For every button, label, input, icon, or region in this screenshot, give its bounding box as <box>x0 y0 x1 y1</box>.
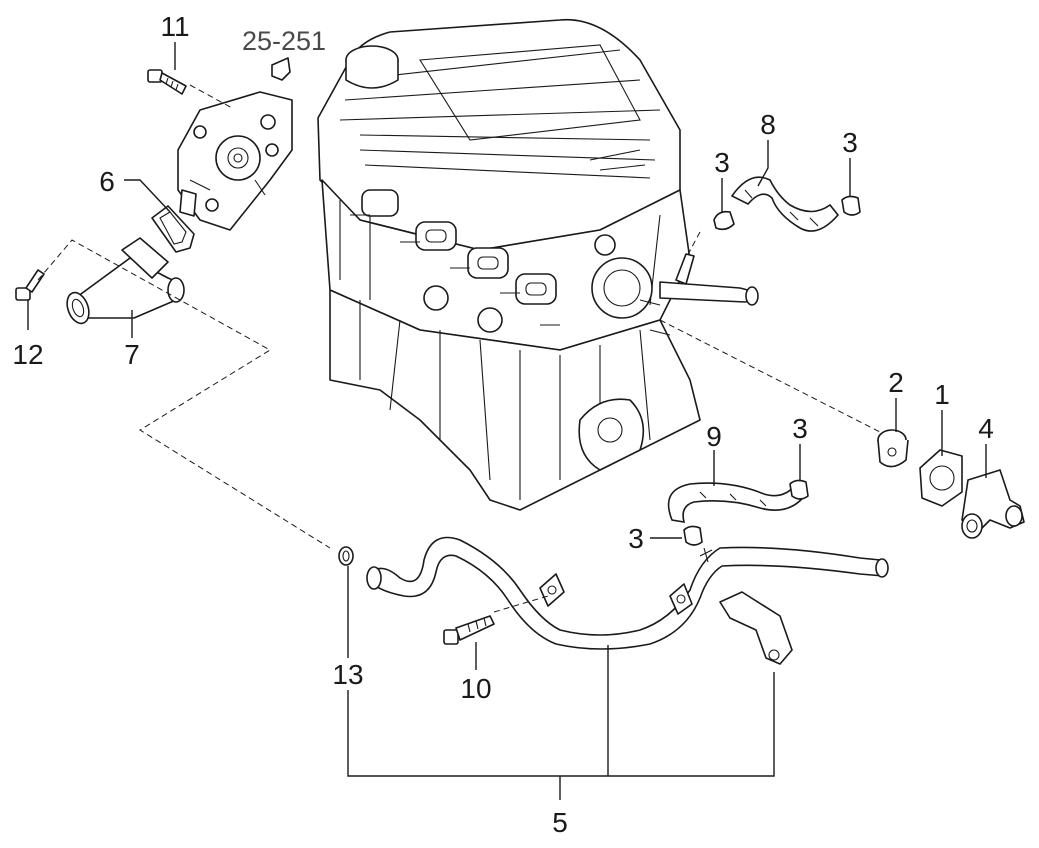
hose-clamp-middle <box>789 479 809 500</box>
engine-block <box>317 18 759 511</box>
label-9: 9 <box>706 421 722 452</box>
label-11: 11 <box>160 11 189 42</box>
water-inlet-fitting-7 <box>66 237 185 325</box>
label-3-upper-right: 3 <box>842 127 858 158</box>
reference-clip <box>271 57 291 81</box>
water-pipe-assembly-5 <box>366 536 889 665</box>
hose-clamp-upper-right <box>841 195 861 216</box>
label-7: 7 <box>124 339 140 370</box>
bolt-11 <box>147 69 187 95</box>
hose-clamp-lower <box>683 525 703 546</box>
hose-clamp-upper-left <box>713 210 735 231</box>
label-3-upper-left: 3 <box>714 147 730 178</box>
assembly-guide-lines <box>37 84 881 613</box>
hose-9 <box>667 482 808 523</box>
thermostat-2 <box>877 429 909 468</box>
label-3-lower: 3 <box>628 523 644 554</box>
leader-lines <box>27 42 987 800</box>
label-10: 10 <box>460 673 491 704</box>
label-5: 5 <box>552 807 568 838</box>
bolt-10 <box>443 615 495 645</box>
bolt-12 <box>15 269 45 301</box>
label-13: 13 <box>332 659 363 690</box>
label-ref-25-251: 25-251 <box>242 26 326 56</box>
label-8: 8 <box>760 109 776 140</box>
label-6: 6 <box>99 166 115 197</box>
label-2: 2 <box>888 367 904 398</box>
thermostat-housing-4 <box>961 469 1025 539</box>
label-3-middle: 3 <box>792 413 808 444</box>
label-1: 1 <box>934 379 950 410</box>
label-12: 12 <box>12 339 43 370</box>
water-pump <box>177 91 293 231</box>
hose-8 <box>730 176 840 232</box>
gasket-1 <box>919 449 963 507</box>
label-4: 4 <box>978 413 994 444</box>
o-ring-13 <box>338 546 354 566</box>
